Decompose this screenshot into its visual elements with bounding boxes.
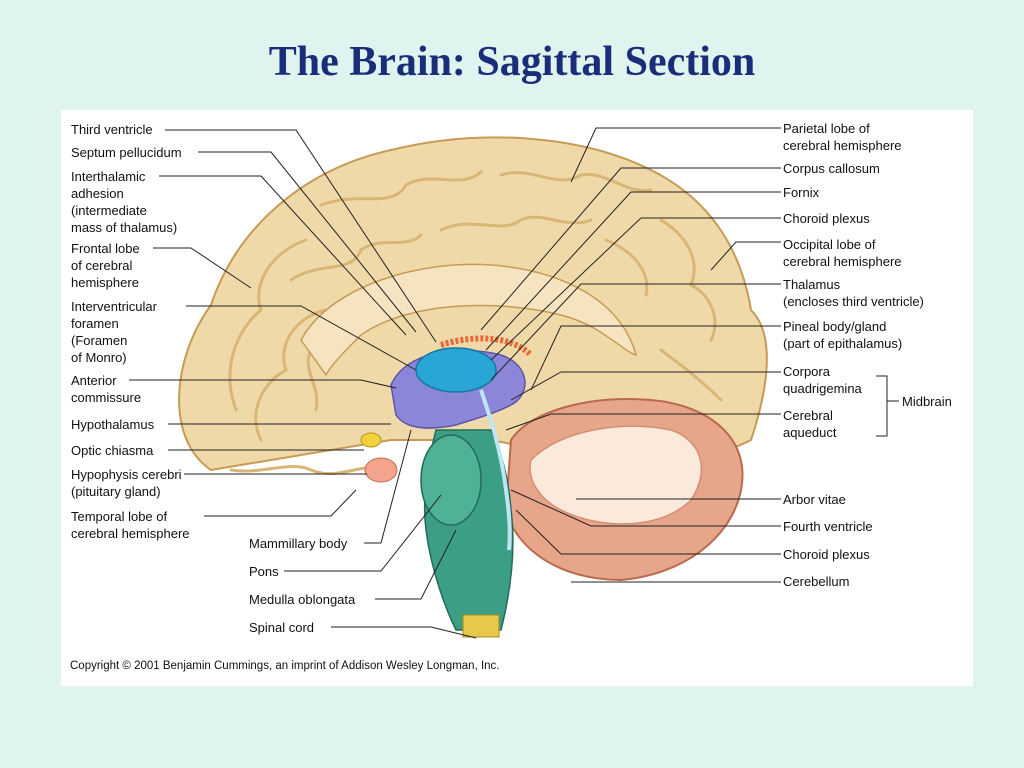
copyright-notice: Copyright © 2001 Benjamin Cummings, an i… xyxy=(70,660,500,672)
label-midbrain: Midbrain xyxy=(902,394,952,409)
label-fourth-ventricle: Fourth ventricle xyxy=(783,519,873,534)
label-cerebellum: Cerebellum xyxy=(783,574,850,589)
label-anterior-commissure: Anterior commissure xyxy=(71,373,142,405)
label-mammillary-body: Mammillary body xyxy=(249,536,348,551)
label-interventricular-foramen: Interventricular foramen (Foramen of Mon… xyxy=(71,299,157,365)
slide-title: The Brain: Sagittal Section xyxy=(268,39,756,85)
label-corpus-callosum: Corpus callosum xyxy=(783,161,880,176)
label-optic-chiasma: Optic chiasma xyxy=(71,443,154,458)
label-septum-pellucidum: Septum pellucidum xyxy=(71,145,182,160)
label-thalamus: Thalamus (encloses third ventricle) xyxy=(783,277,924,309)
label-occipital-lobe: Occipital lobe of cerebral hemisphere xyxy=(783,237,902,269)
label-third-ventricle: Third ventricle xyxy=(71,122,153,137)
label-choroid-plexus-lower: Choroid plexus xyxy=(783,547,870,562)
label-pineal: Pineal body/gland (part of epithalamus) xyxy=(783,319,903,351)
corpus-callosum xyxy=(300,263,638,377)
label-spinal-cord: Spinal cord xyxy=(249,620,315,635)
leader-lines xyxy=(129,127,899,639)
label-corpora-quadrigemina: Corpora quadrigemina xyxy=(783,364,862,396)
spinal-cord xyxy=(462,614,500,638)
label-fornix: Fornix xyxy=(783,185,820,200)
label-hypothalamus: Hypothalamus xyxy=(71,417,155,432)
label-choroid-plexus-upper: Choroid plexus xyxy=(783,211,870,226)
label-temporal-lobe: Temporal lobe of cerebral hemisphere xyxy=(71,509,190,541)
label-parietal-lobe: Parietal lobe of cerebral hemisphere xyxy=(783,121,902,153)
label-hypophysis-cerebri: Hypophysis cerebri (pituitary gland) xyxy=(71,467,182,499)
brain-diagram xyxy=(129,127,899,639)
label-pons: Pons xyxy=(249,564,279,579)
third-ventricle xyxy=(415,347,497,393)
brain-figure: Third ventricle Septum pellucidum Intert… xyxy=(61,110,973,686)
choroid-plexus-upper xyxy=(440,335,534,358)
cerebral-aqueduct xyxy=(479,389,512,551)
label-arbor-vitae: Arbor vitae xyxy=(783,492,846,507)
pons xyxy=(420,434,482,526)
arbor-vitae xyxy=(529,425,702,525)
label-frontal-lobe: Frontal lobe of cerebral hemisphere xyxy=(71,241,140,290)
label-medulla-oblongata: Medulla oblongata xyxy=(249,592,356,607)
label-cerebral-aqueduct: Cerebral aqueduct xyxy=(783,408,837,440)
pituitary-gland xyxy=(364,457,398,483)
label-interthalamic-adhesion: Interthalamic adhesion (intermediate mas… xyxy=(71,169,178,235)
optic-chiasma xyxy=(360,432,382,448)
